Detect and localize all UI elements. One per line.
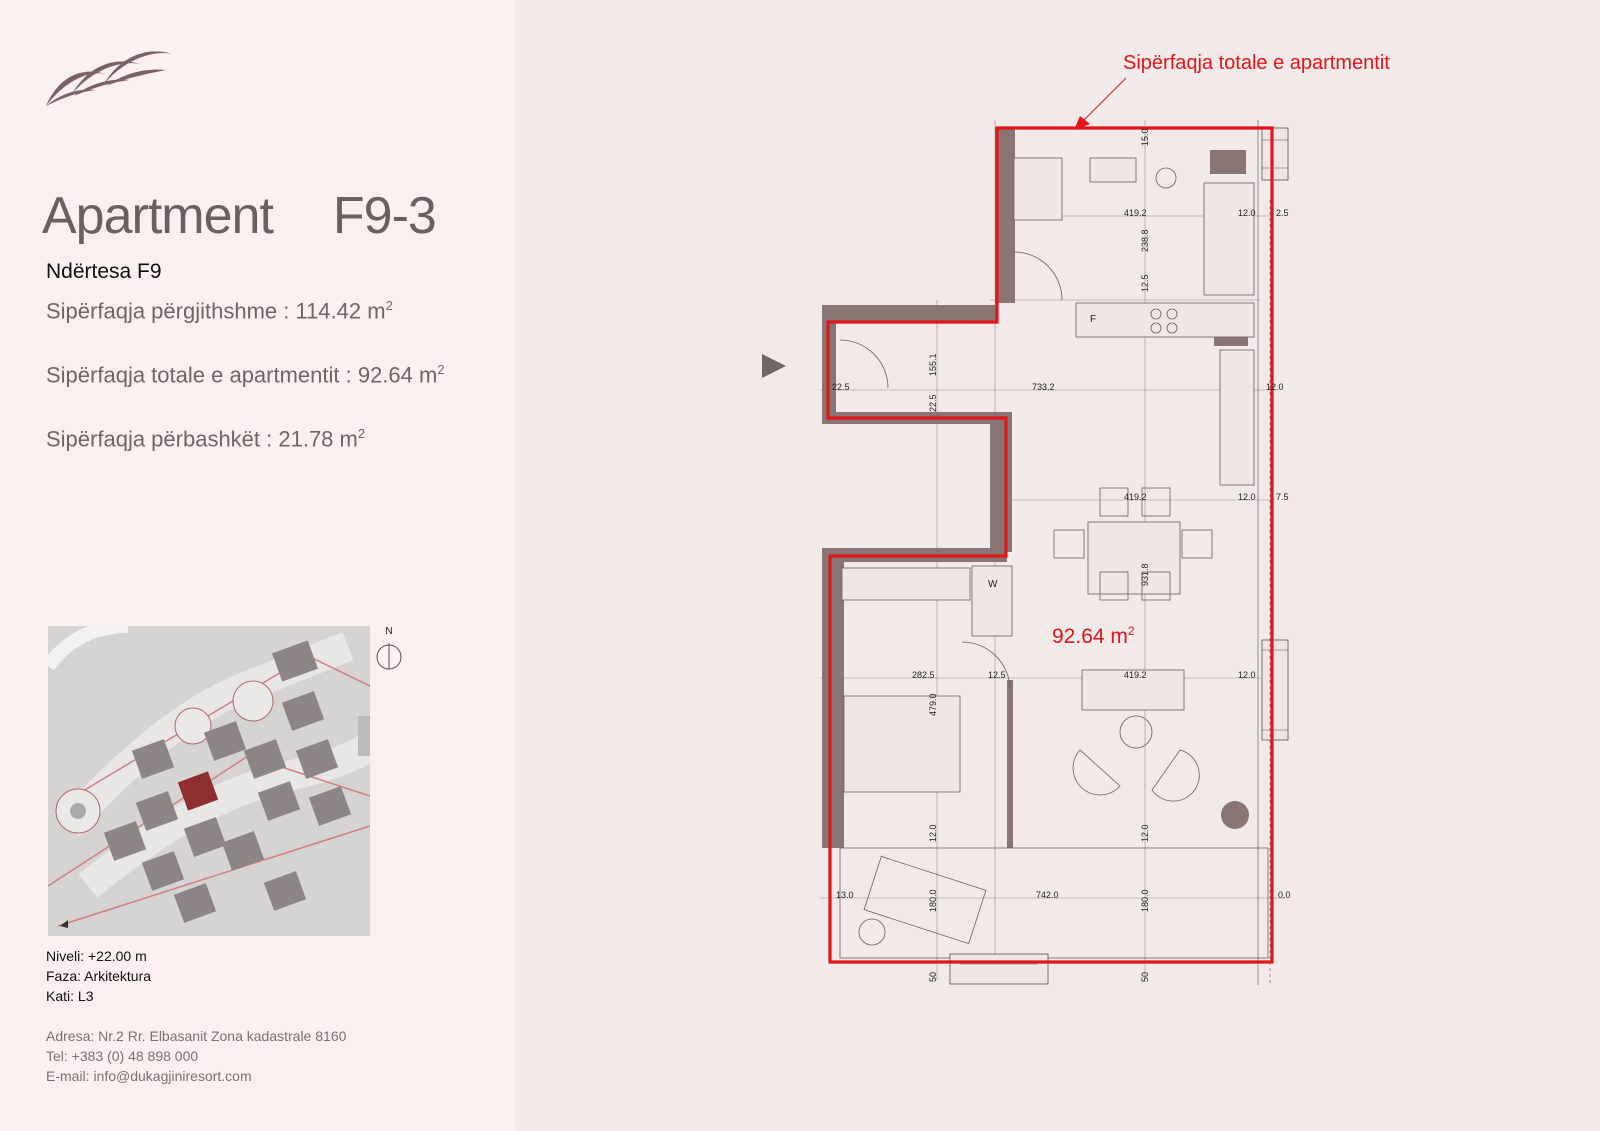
apartment-boundary-label: Sipërfaqja totale e apartmentit (1123, 52, 1390, 74)
dim-label: 22.5 (928, 394, 938, 412)
dim-label: 12.0 (928, 824, 938, 842)
site-map (48, 626, 370, 936)
phase-info: Faza: Arkitektura (46, 968, 152, 984)
dim-label: 12.0 (1266, 382, 1284, 392)
apartment-code: F9-3 (332, 187, 437, 245)
info-panel: Apartment F9-3 Ndërtesa F9 Sipërfaqja për… (0, 0, 515, 1131)
dim-label: 419.2 (1124, 208, 1147, 218)
dim-label: 180.0 (1140, 889, 1150, 912)
compass-icon (376, 643, 402, 670)
dim-label: 282.5 (912, 670, 935, 680)
common-area: Sipërfaqja përbashkët : 21.78 m2 (46, 426, 365, 452)
phone-text: Tel: +383 (0) 48 898 000 (46, 1048, 199, 1064)
apartment-boundary (826, 126, 1274, 964)
fridge-label: F (1090, 314, 1097, 325)
dim-label: 419.2 (1124, 670, 1147, 680)
dim-label: 0.0 (1278, 890, 1291, 900)
area-superscript: 2 (1127, 624, 1135, 638)
dim-label: 12.0 (1238, 670, 1256, 680)
dim-label: 155.1 (928, 353, 938, 376)
dim-label: 50 (928, 971, 938, 982)
dim-label: 50 (1140, 971, 1150, 982)
dim-label: 12.0 (1140, 824, 1150, 842)
dim-label: 733.2 (1032, 382, 1055, 392)
unit-superscript: 2 (385, 298, 393, 313)
dim-label: 180.0 (928, 889, 938, 912)
dim-label: 15.0 (1140, 128, 1150, 146)
unit-superscript: 2 (437, 362, 445, 377)
dim-label: 12.0 (1238, 208, 1256, 218)
seagull-logo-icon (46, 51, 172, 106)
dim-label: 12.5 (988, 670, 1006, 680)
dim-label: 12.5 (1140, 274, 1150, 292)
dim-label: 2.5 (1276, 208, 1289, 218)
apartment-area-text: Sipërfaqja totale e apartmentit : 92.64 … (46, 362, 438, 388)
dim-label: 742.0 (1036, 890, 1059, 900)
washer-label: W (988, 579, 998, 590)
compass-letter: N (385, 626, 393, 637)
dim-label: 931.8 (1140, 563, 1150, 586)
total-area: Sipërfaqja përgjithshme : 114.42 m2 (46, 298, 393, 324)
dim-label: 7.5 (1276, 492, 1289, 502)
building-name: Ndërtesa F9 (46, 260, 162, 283)
dim-label: 419.2 (1124, 492, 1147, 502)
common-area-text: Sipërfaqja përbashkët : 21.78 m (46, 426, 358, 452)
unit-superscript: 2 (357, 426, 366, 441)
dim-label: 13.0 (836, 890, 854, 900)
page-title: Apartment F9-3 (42, 186, 437, 246)
dim-label: 22.5 (832, 382, 850, 392)
north-compass: N (374, 626, 404, 676)
email-link[interactable]: E-mail: info@dukagjiniresort.com (46, 1068, 252, 1084)
floor-plan (762, 77, 1289, 985)
apartment-area-value: 92.64 m (1052, 625, 1128, 648)
apartment-area-label: 92.64 m2 (1052, 624, 1135, 649)
entrance-arrow-icon (762, 354, 786, 378)
dim-label: 238.8 (1140, 229, 1150, 252)
total-area-text: Sipërfaqja përgjithshme : 114.42 m (46, 298, 386, 324)
level-info: Niveli: +22.00 m (46, 948, 147, 964)
address-text: Adresa: Nr.2 Rr. Elbasanit Zona kadastra… (46, 1028, 347, 1044)
dim-label: 479.0 (928, 693, 938, 716)
dim-label: 12.0 (1238, 492, 1256, 502)
title-prefix: Apartment (42, 187, 274, 245)
floor-info: Kati: L3 (46, 988, 94, 1004)
apartment-area: Sipërfaqja totale e apartmentit : 92.64 … (46, 362, 445, 388)
